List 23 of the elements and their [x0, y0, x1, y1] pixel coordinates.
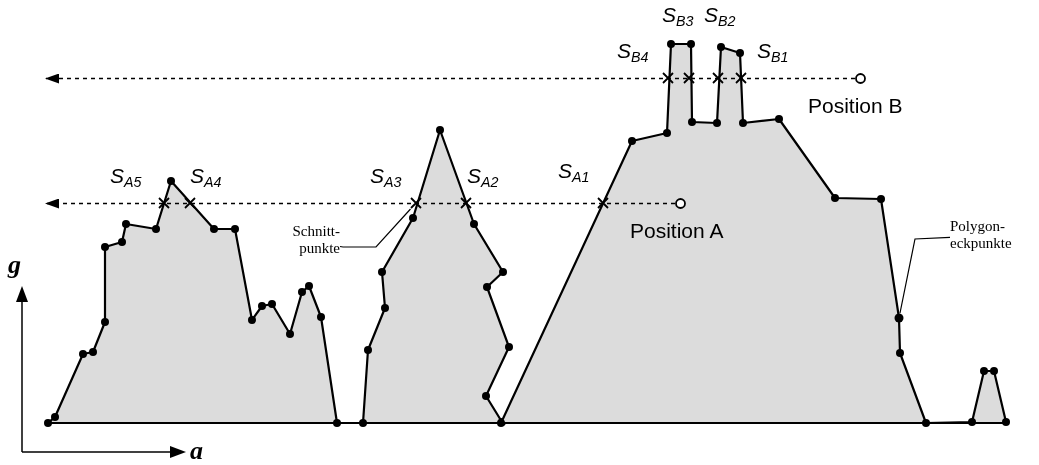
leader-line — [339, 208, 412, 248]
intersection-label: S$_{A4}$ — [190, 165, 222, 189]
dotted-arrow — [45, 198, 676, 209]
intersection-label: S$_{A5}$ — [110, 165, 142, 189]
polygon-vertex — [894, 313, 904, 323]
position-marker — [675, 198, 686, 209]
intersection-label: S$_{B3}$ — [662, 4, 694, 28]
intersection-label: S$_{B2}$ — [704, 4, 736, 28]
intersection-label: S$_{A2}$ — [467, 165, 499, 189]
dotted-arrow — [45, 73, 856, 84]
intersection-cross — [410, 197, 422, 209]
intersection-label: S$_{B1}$ — [757, 40, 789, 64]
intersection-label: S$_{B4}$ — [617, 40, 649, 64]
position-label: Position A — [630, 220, 724, 241]
intersection-label: S$_{A1}$ — [558, 160, 590, 184]
position-marker — [855, 73, 866, 84]
leader-line — [899, 236, 951, 314]
axis-label: g — [8, 252, 21, 278]
callout-text: Polygon- eckpunkte — [950, 218, 1038, 253]
axis-label: a — [190, 438, 203, 464]
position-label: Position B — [808, 95, 903, 116]
intersection-label: S$_{A3}$ — [370, 165, 402, 189]
callout-text: Schnitt- punkte — [262, 223, 340, 258]
